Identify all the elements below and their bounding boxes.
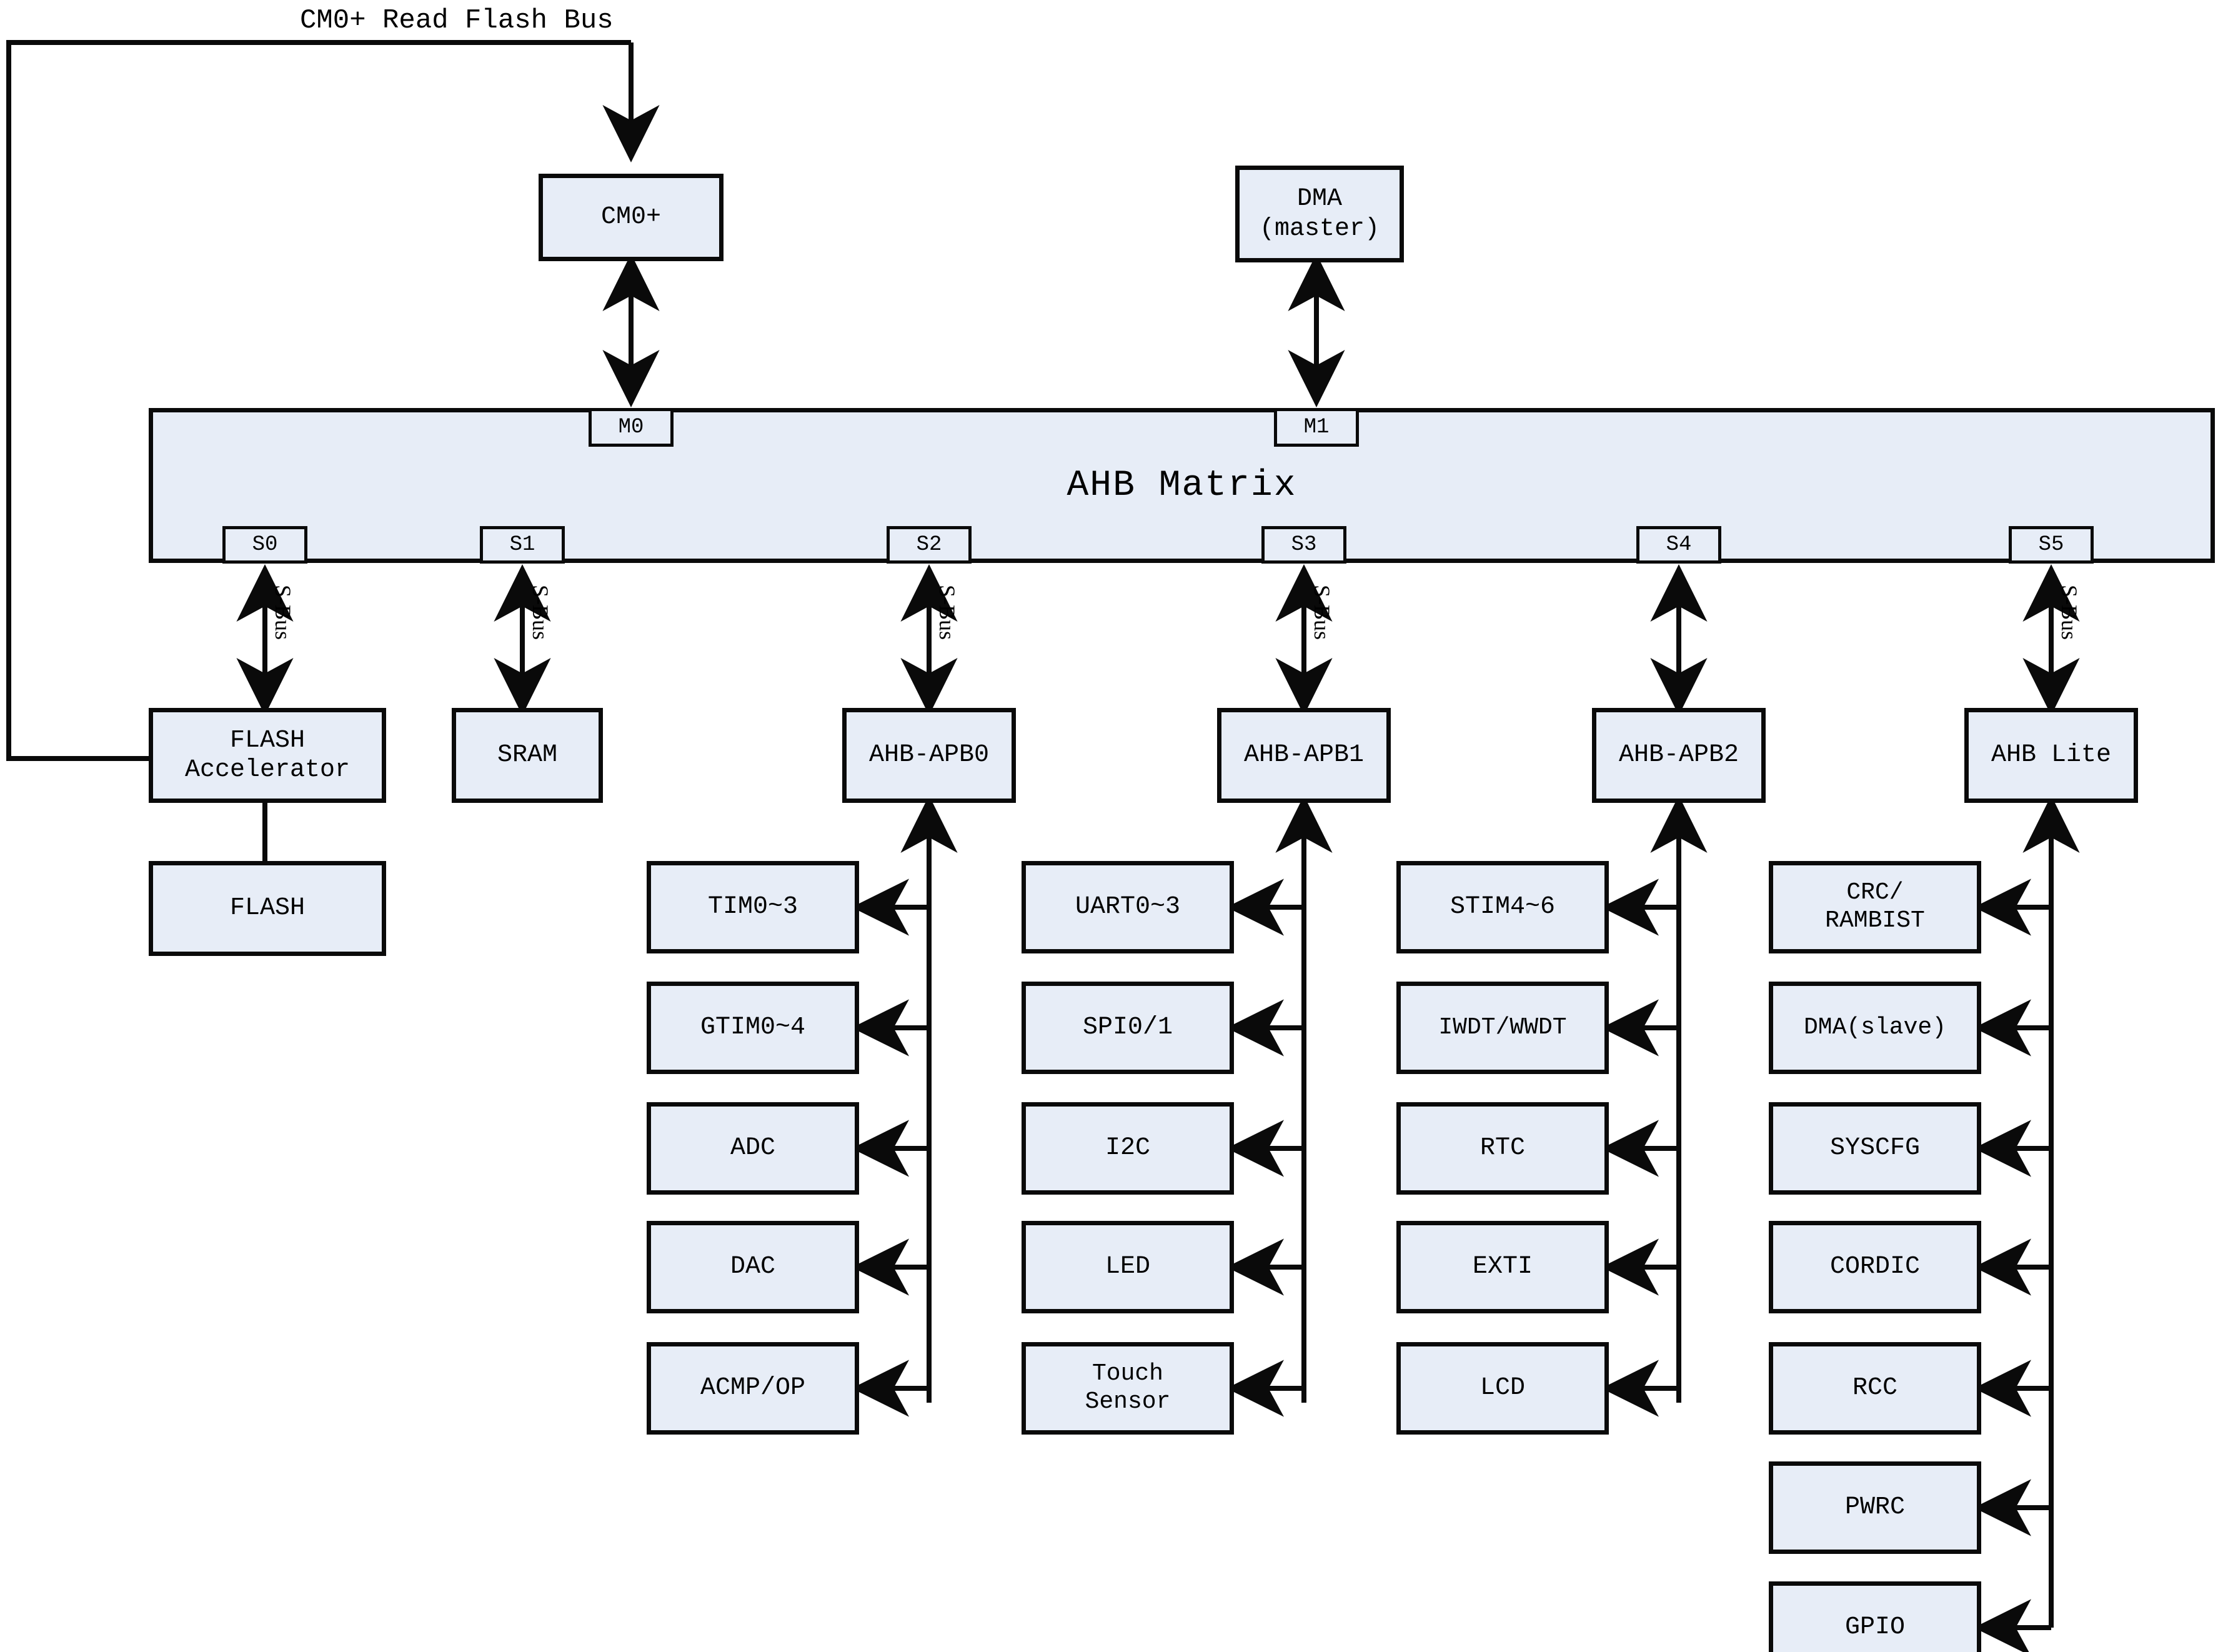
block-spi0-1[interactable]: SPI0/1 bbox=[1022, 982, 1234, 1074]
block-rcc[interactable]: RCC bbox=[1769, 1342, 1981, 1435]
block-i2c[interactable]: I2C bbox=[1022, 1102, 1234, 1195]
ahb-matrix-label: AHB Matrix bbox=[1067, 465, 1297, 506]
sbus-label-s0: S-Bus bbox=[271, 585, 296, 640]
block-syscfg[interactable]: SYSCFG bbox=[1769, 1102, 1981, 1195]
sbus-label-s5: S-Bus bbox=[2057, 585, 2082, 640]
block-acmp-op[interactable]: ACMP/OP bbox=[647, 1342, 859, 1435]
block-sram[interactable]: SRAM bbox=[452, 708, 603, 803]
block-uart0-3[interactable]: UART0~3 bbox=[1022, 861, 1234, 953]
port-s2[interactable]: S2 bbox=[887, 526, 972, 564]
block-iwdt-wwdt[interactable]: IWDT/WWDT bbox=[1396, 982, 1609, 1074]
block-dma-slave[interactable]: DMA(slave) bbox=[1769, 982, 1981, 1074]
port-m1[interactable]: M1 bbox=[1274, 408, 1359, 447]
port-s1[interactable]: S1 bbox=[480, 526, 565, 564]
block-ahb-lite[interactable]: AHB Lite bbox=[1964, 708, 2138, 803]
block-tim0-3[interactable]: TIM0~3 bbox=[647, 861, 859, 953]
block-adc[interactable]: ADC bbox=[647, 1102, 859, 1195]
port-s5[interactable]: S5 bbox=[2009, 526, 2094, 564]
sbus-label-s3: S-Bus bbox=[1310, 585, 1335, 640]
block-flash[interactable]: FLASH bbox=[149, 861, 386, 956]
block-gtim0-4[interactable]: GTIM0~4 bbox=[647, 982, 859, 1074]
block-touch-sensor[interactable]: Touch Sensor bbox=[1022, 1342, 1234, 1435]
block-cordic[interactable]: CORDIC bbox=[1769, 1221, 1981, 1313]
block-ahb-apb1[interactable]: AHB-APB1 bbox=[1217, 708, 1391, 803]
ahb-matrix-block[interactable]: AHB Matrix bbox=[149, 408, 2215, 563]
sbus-label-s1: S-Bus bbox=[528, 585, 553, 640]
block-gpio[interactable]: GPIO bbox=[1769, 1581, 1981, 1652]
block-led[interactable]: LED bbox=[1022, 1221, 1234, 1313]
block-ahb-apb0[interactable]: AHB-APB0 bbox=[842, 708, 1016, 803]
block-pwrc[interactable]: PWRC bbox=[1769, 1461, 1981, 1554]
port-s4[interactable]: S4 bbox=[1636, 526, 1721, 564]
port-s3[interactable]: S3 bbox=[1261, 526, 1346, 564]
cm0p-read-flash-bus-label: CM0+ Read Flash Bus bbox=[300, 5, 614, 36]
block-dma-master[interactable]: DMA (master) bbox=[1235, 166, 1404, 262]
block-lcd[interactable]: LCD bbox=[1396, 1342, 1609, 1435]
block-crc-rambist[interactable]: CRC/ RAMBIST bbox=[1769, 861, 1981, 953]
port-m0[interactable]: M0 bbox=[589, 408, 674, 447]
port-s0[interactable]: S0 bbox=[222, 526, 307, 564]
block-flash-accelerator[interactable]: FLASH Accelerator bbox=[149, 708, 386, 803]
sbus-label-s2: S-Bus bbox=[935, 585, 960, 640]
block-ahb-apb2[interactable]: AHB-APB2 bbox=[1592, 708, 1766, 803]
block-exti[interactable]: EXTI bbox=[1396, 1221, 1609, 1313]
block-cm0p[interactable]: CM0+ bbox=[539, 174, 724, 261]
block-rtc[interactable]: RTC bbox=[1396, 1102, 1609, 1195]
block-dac[interactable]: DAC bbox=[647, 1221, 859, 1313]
block-stim4-6[interactable]: STIM4~6 bbox=[1396, 861, 1609, 953]
